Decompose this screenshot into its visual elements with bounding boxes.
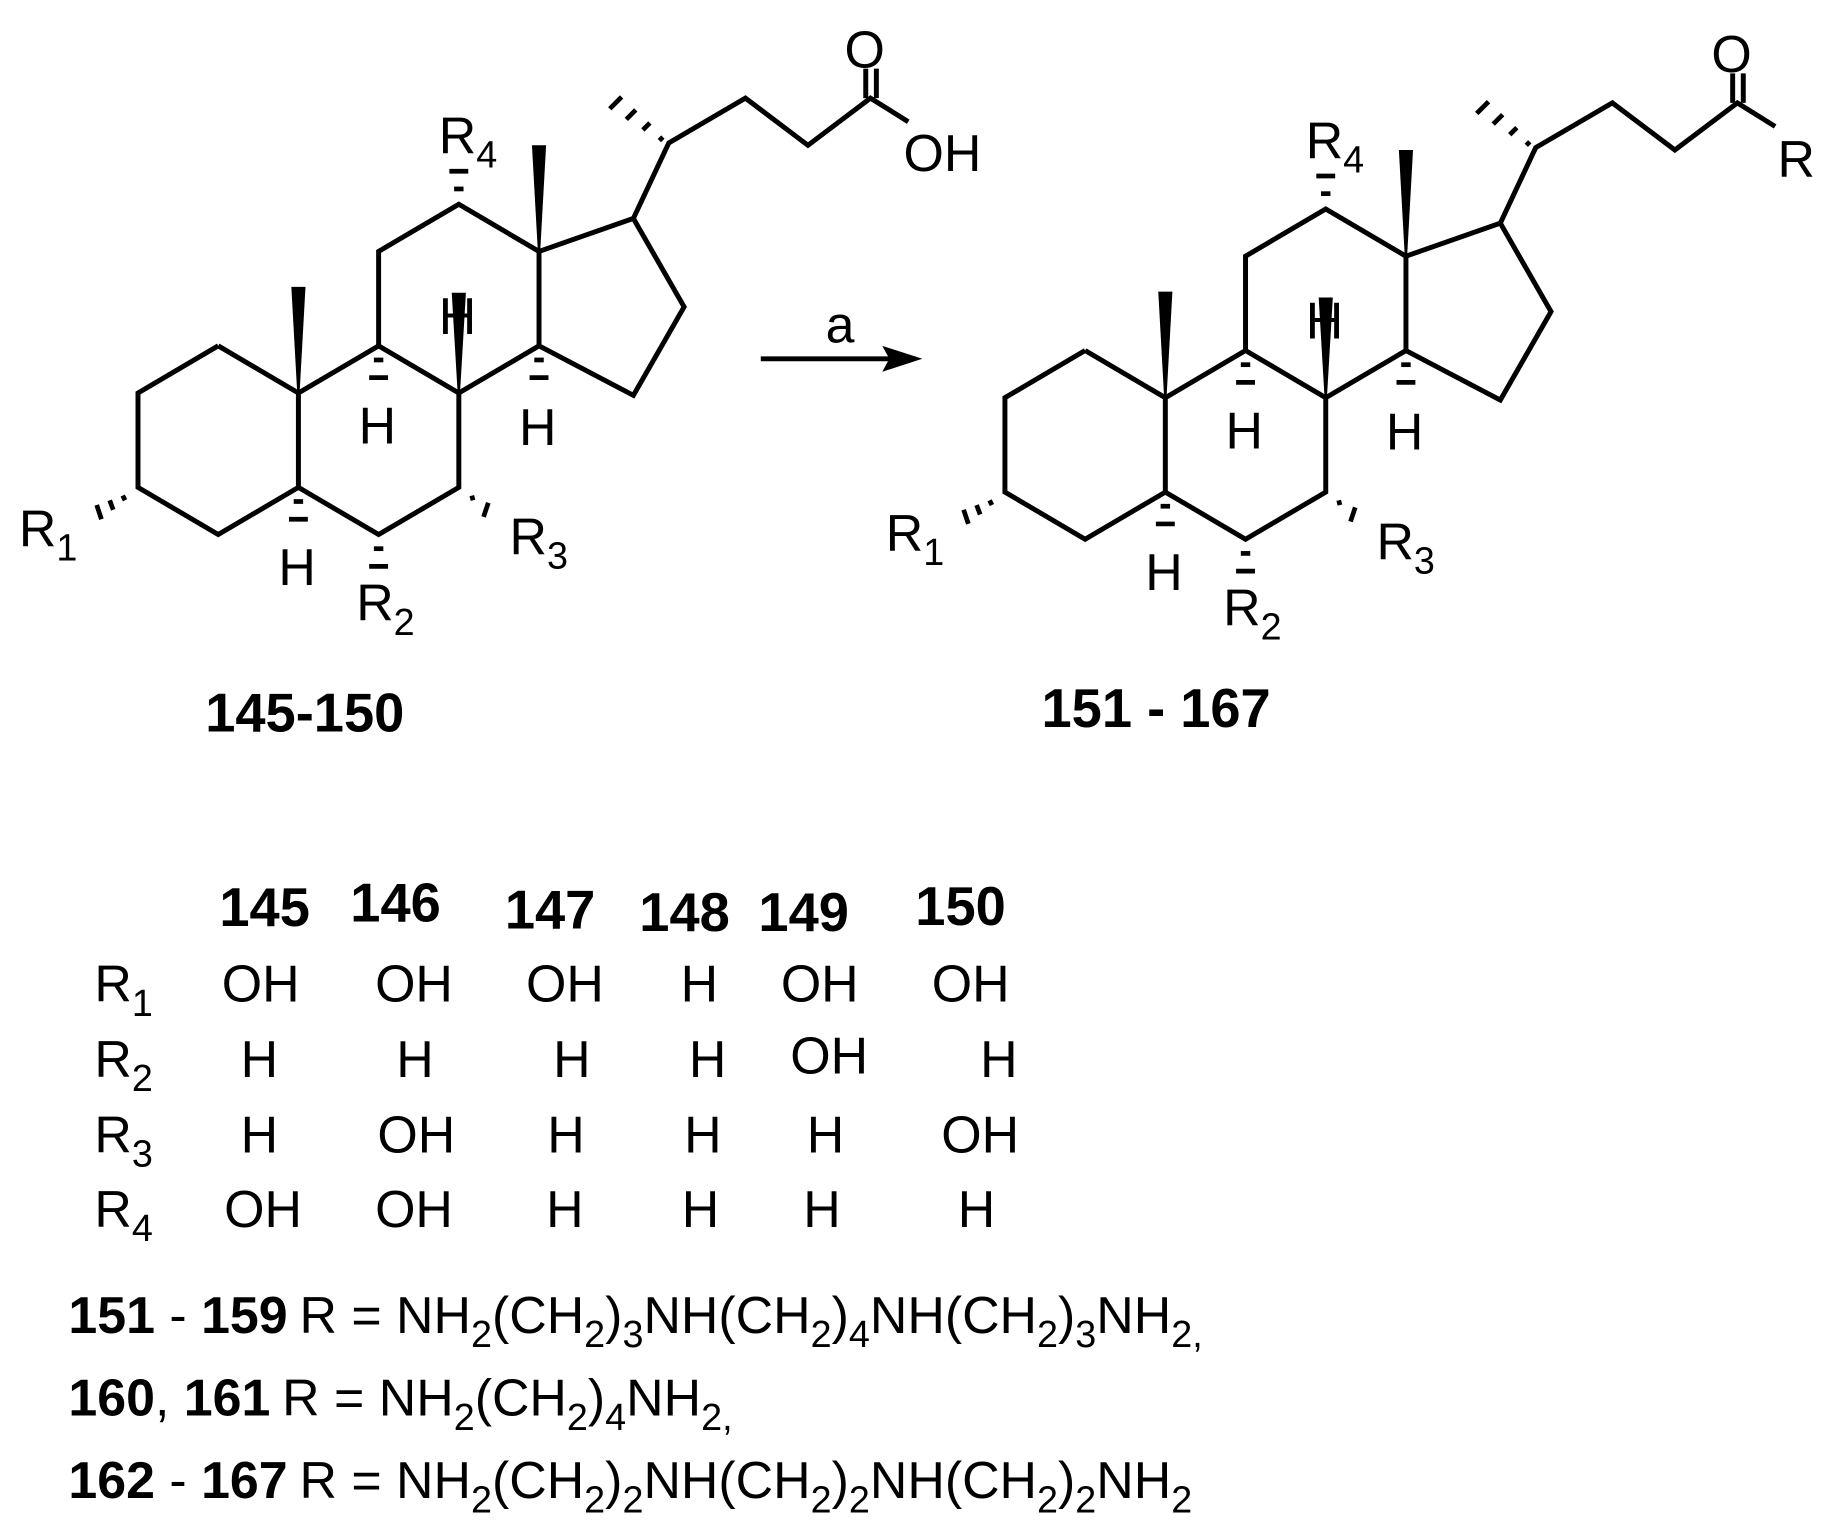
r4-label: R4 bbox=[439, 107, 497, 176]
table-cell: H bbox=[241, 1030, 278, 1088]
carboxylic-oh-label: OH bbox=[903, 124, 981, 182]
row-label: R1 bbox=[94, 955, 152, 1024]
table-header-row: 145 146 147 148 149 150 bbox=[219, 873, 1005, 942]
wedge-bond-c10-methyl bbox=[1158, 291, 1173, 398]
table-row: R1 OH OH OH H OH OH bbox=[94, 955, 1009, 1024]
r4-label: R4 bbox=[1306, 111, 1364, 180]
table-cell: H bbox=[958, 1180, 995, 1238]
table-cell: H bbox=[803, 1180, 840, 1238]
c8-h-label: H bbox=[1306, 292, 1343, 350]
table-cell: H bbox=[684, 1106, 721, 1164]
column-header: 146 bbox=[350, 873, 441, 933]
table-cell: OH bbox=[781, 955, 859, 1013]
wedge-bond-c10-methyl bbox=[291, 286, 306, 393]
table-cell: H bbox=[682, 1180, 719, 1238]
r3-label: R3 bbox=[1376, 512, 1434, 581]
wedge-bond-c8-h bbox=[1318, 297, 1333, 398]
c9-h-label: H bbox=[359, 397, 396, 455]
table-cell: OH bbox=[941, 1106, 1019, 1164]
hashed-bond-c20-methyl bbox=[608, 95, 665, 143]
c8-h-label: H bbox=[439, 287, 476, 345]
hashed-bond-c5-h bbox=[288, 499, 308, 522]
table-row: R2 H H H H OH H bbox=[94, 1027, 1017, 1100]
table-cell: H bbox=[681, 955, 718, 1013]
table-cell: OH bbox=[375, 1180, 453, 1238]
hashed-bond-c12-r4 bbox=[449, 168, 469, 192]
arrow-head-icon bbox=[882, 345, 923, 372]
hashed-bond-c14-h bbox=[1396, 362, 1416, 385]
c9-h-label: H bbox=[1225, 401, 1262, 459]
column-header: 145 bbox=[219, 878, 310, 938]
table-row: R4 OH OH H H H H bbox=[94, 1180, 995, 1249]
table-cell: H bbox=[553, 1030, 590, 1088]
r1-label: R1 bbox=[886, 504, 944, 573]
hashed-bond-c7-r3 bbox=[1336, 499, 1358, 523]
product-structure: O R R4 H H H H R1 R3 R2 151 - 167 bbox=[886, 25, 1815, 739]
table-cell: OH bbox=[222, 955, 300, 1013]
reaction-arrow: a bbox=[760, 295, 923, 372]
starting-material-structure: O OH R4 H H H H R1 R3 R2 145-150 bbox=[19, 20, 981, 743]
column-header: 150 bbox=[915, 877, 1006, 937]
wedge-bond-c8-h bbox=[451, 292, 466, 393]
product-compound-label: 151 - 167 bbox=[1041, 679, 1270, 739]
c14-h-label: H bbox=[519, 398, 556, 456]
hashed-bond-c3-r1 bbox=[94, 494, 128, 520]
table-cell: H bbox=[547, 1106, 584, 1164]
column-header: 149 bbox=[758, 883, 849, 943]
hashed-bond-c5-h bbox=[1155, 503, 1175, 527]
hashed-bond-c12-r4 bbox=[1316, 173, 1336, 197]
hashed-bond-c20-methyl bbox=[1475, 99, 1532, 147]
hashed-bond-c6-r2 bbox=[1236, 551, 1255, 574]
table-cell: H bbox=[980, 1030, 1017, 1088]
hashed-bond-c9-h bbox=[369, 357, 389, 381]
row-label: R3 bbox=[94, 1106, 152, 1175]
table-cell: H bbox=[546, 1180, 583, 1238]
table-cell: OH bbox=[526, 955, 604, 1013]
c14-h-label: H bbox=[1386, 403, 1423, 461]
r2-label: R2 bbox=[356, 574, 414, 643]
table-row: R3 H OH H H H OH bbox=[94, 1106, 1019, 1175]
c5-h-label: H bbox=[278, 538, 315, 596]
reaction-condition-label: a bbox=[826, 295, 855, 353]
hashed-bond-c9-h bbox=[1236, 362, 1255, 385]
hashed-bond-c7-r3 bbox=[469, 495, 491, 518]
column-header: 147 bbox=[505, 880, 596, 940]
table-cell: H bbox=[396, 1030, 433, 1088]
table-cell: H bbox=[807, 1106, 844, 1164]
table-cell: OH bbox=[932, 955, 1010, 1013]
r1-label: R1 bbox=[19, 499, 77, 568]
hashed-bond-c14-h bbox=[529, 357, 549, 381]
row-label: R2 bbox=[94, 1030, 152, 1099]
wedge-bond-c13-methyl bbox=[1398, 150, 1414, 257]
carbonyl-oxygen-label: O bbox=[1711, 25, 1751, 83]
substituent-table: 145 146 147 148 149 150 R1 OH OH OH H OH… bbox=[94, 873, 1019, 1249]
table-cell: OH bbox=[375, 955, 453, 1013]
row-label: R4 bbox=[94, 1180, 152, 1249]
table-cell: OH bbox=[224, 1180, 302, 1238]
c5-h-label: H bbox=[1145, 543, 1182, 601]
column-header: 148 bbox=[639, 883, 730, 943]
table-cell: OH bbox=[377, 1106, 455, 1164]
r-group-label: R bbox=[1777, 130, 1814, 188]
carbonyl-oxygen-label: O bbox=[845, 20, 885, 78]
hashed-bond-c3-r1 bbox=[961, 499, 995, 525]
wedge-bond-c13-methyl bbox=[531, 145, 547, 252]
table-cell: H bbox=[689, 1030, 726, 1088]
starting-material-compound-label: 145-150 bbox=[205, 684, 404, 744]
table-cell: OH bbox=[790, 1027, 868, 1085]
r3-label: R3 bbox=[510, 508, 568, 577]
r2-label: R2 bbox=[1223, 578, 1281, 647]
table-cell: H bbox=[241, 1106, 278, 1164]
hashed-bond-c6-r2 bbox=[369, 546, 389, 569]
